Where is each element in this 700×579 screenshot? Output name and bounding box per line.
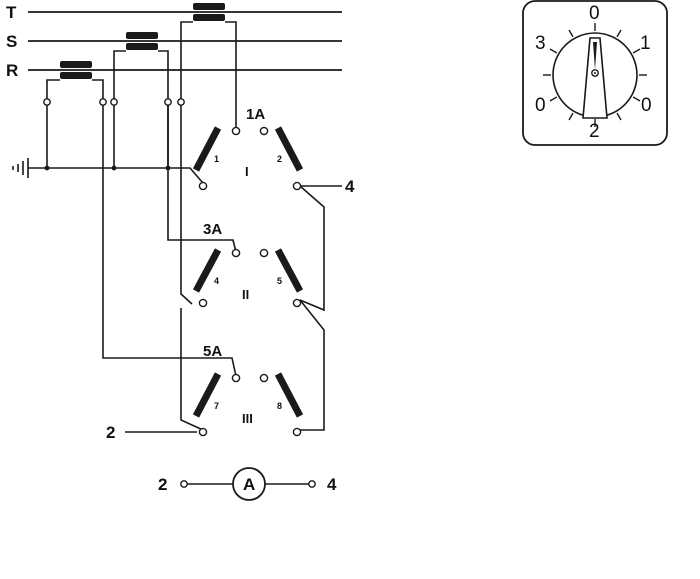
deck-3-top-right-terminal xyxy=(259,373,269,383)
dial-tick xyxy=(568,29,574,38)
current-transformer-t xyxy=(180,3,237,127)
phase-label-s: S xyxy=(6,32,17,51)
deck-2-left-blade xyxy=(192,248,222,293)
deck-3-roman: III xyxy=(242,411,253,426)
dial-tick xyxy=(616,112,622,121)
dial-position-upper-left: 3 xyxy=(535,33,546,54)
deck-1-rating: 1A xyxy=(246,106,265,123)
dial-ticks xyxy=(543,23,647,127)
deck-3-bottom-left-terminal xyxy=(198,427,208,437)
deck-2-top-right-terminal xyxy=(259,248,269,258)
deck-1-top-left-terminal xyxy=(231,126,241,136)
deck-1-top-right-terminal xyxy=(259,126,269,136)
dial-tick xyxy=(568,112,574,121)
deck-1-bottom-right-terminal xyxy=(292,181,302,191)
earth-return-line xyxy=(28,105,204,184)
deck-3-bottom-right-terminal xyxy=(292,427,302,437)
ammeter-symbol: A xyxy=(243,475,255,494)
dial-tick xyxy=(616,29,622,38)
deck-3-left-blade xyxy=(192,372,222,418)
ct-terminal-group xyxy=(43,98,185,106)
deck-2-bottom-right-terminal xyxy=(292,298,302,308)
dial-tick xyxy=(632,48,641,54)
deck-2-contact-right: 5 xyxy=(277,276,282,286)
deck-1-roman: I xyxy=(245,164,249,179)
deck-1-bottom-left-terminal xyxy=(198,181,208,191)
dial-position-upper-right: 1 xyxy=(640,33,651,54)
deck-3-contact-right: 8 xyxy=(277,401,282,411)
deck-1-left-blade xyxy=(192,126,222,172)
deck-1-contact-left: 1 xyxy=(214,154,219,164)
switch-deck-2: 3A 4 5 II xyxy=(192,221,304,308)
deck-2-bottom-left-terminal xyxy=(198,298,208,308)
deck-2-rating: 3A xyxy=(203,221,222,238)
dial-position-lower-right: 0 xyxy=(641,95,652,116)
output-terminal-4: 4 xyxy=(345,177,355,196)
dial-position-bottom: 2 xyxy=(589,121,600,142)
dial-tick xyxy=(549,96,558,102)
selector-dial-panel: 0 1 0 2 0 3 xyxy=(522,0,668,146)
switch-deck-3: 5A 7 8 III xyxy=(192,343,304,437)
deck-1-right-blade xyxy=(274,126,304,172)
phase-label-t: T xyxy=(6,3,17,22)
deck-1-contact-right: 2 xyxy=(277,154,282,164)
deck-2-right-blade xyxy=(274,248,304,293)
phase-label-r: R xyxy=(6,61,18,80)
earth-ground-icon xyxy=(12,158,29,178)
switch-deck-1: 1A 1 2 I xyxy=(192,106,304,191)
dial-tick xyxy=(549,48,558,54)
ammeter-right-terminal: 4 xyxy=(327,475,337,494)
ammeter-left-terminal: 2 xyxy=(158,475,167,494)
deck-3-rating: 5A xyxy=(203,343,222,360)
dial-tick xyxy=(632,96,641,102)
secondary-wiring xyxy=(102,105,342,433)
dial-position-lower-left: 0 xyxy=(535,95,546,116)
deck-3-contact-left: 7 xyxy=(214,401,219,411)
dial-knob-pointer xyxy=(582,37,608,119)
deck-2-top-left-terminal xyxy=(231,248,241,258)
ammeter-circle xyxy=(232,467,266,501)
current-transformer-s xyxy=(113,32,169,102)
deck-2-roman: II xyxy=(242,287,249,302)
phase-bus-group: T S R xyxy=(6,3,342,80)
dial-position-top: 0 xyxy=(589,3,600,24)
deck-2-contact-left: 4 xyxy=(214,276,219,286)
deck-3-right-blade xyxy=(274,372,304,418)
ammeter: A 2 4 xyxy=(158,467,337,501)
current-transformer-r xyxy=(46,61,104,102)
deck-3-top-left-terminal xyxy=(231,373,241,383)
output-terminal-2: 2 xyxy=(106,423,115,442)
